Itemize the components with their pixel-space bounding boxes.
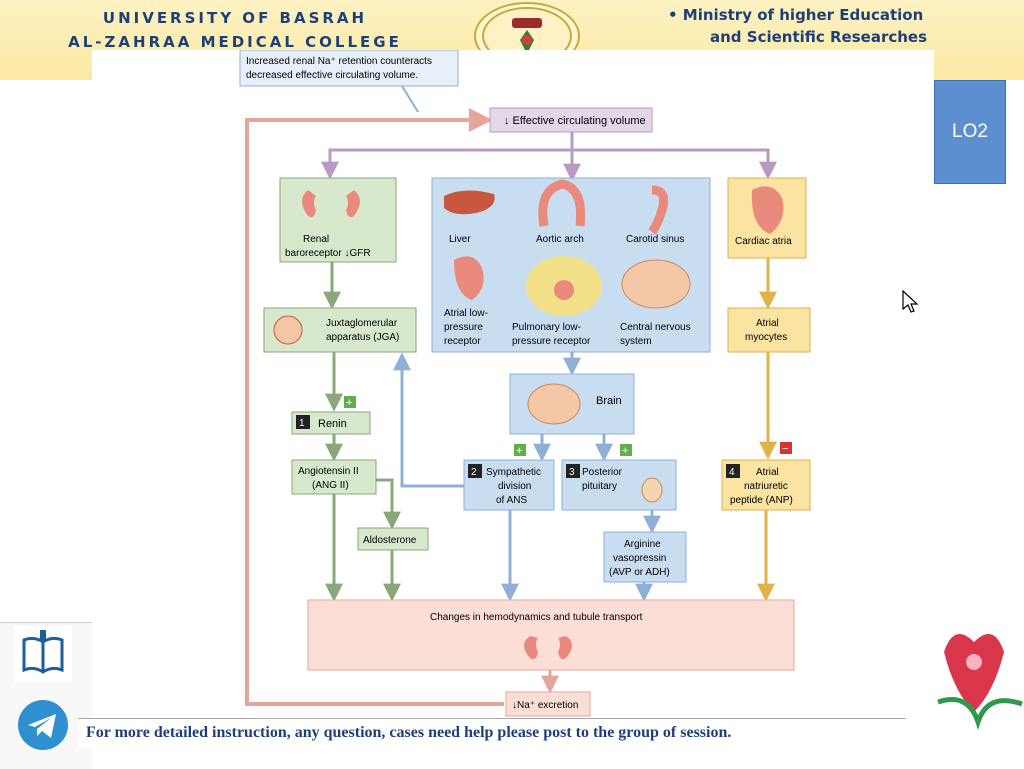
renal-label: Renal [303, 234, 329, 245]
na-excretion-label: ↓Na⁺ excretion [512, 700, 578, 711]
cns-label-2: system [620, 336, 652, 347]
pituitary-icon [641, 477, 663, 503]
atrial-myocytes-box: Atrial myocytes [727, 307, 811, 353]
carotid-sinus-label: Carotid sinus [626, 234, 684, 245]
jga-box: Juxtaglomerular apparatus (JGA) [263, 307, 417, 353]
sympathetic-label-2: division [498, 481, 531, 492]
pulmonary-label-1: Pulmonary low- [512, 322, 581, 333]
diagram-area: Increased renal Na⁺ retention counteract… [92, 49, 934, 720]
mouse-cursor-icon [902, 289, 919, 314]
minus-sign: − [782, 443, 788, 455]
brain-box: Brain [509, 373, 635, 435]
receptors-box: Liver Aortic arch Carotid sinus Atrial l… [431, 177, 711, 353]
liver-label: Liver [449, 234, 471, 245]
avp-box: Arginine vasopressin (AVP or ADH) [603, 531, 687, 583]
book-icon[interactable] [14, 626, 72, 682]
kidney-icon [558, 636, 572, 660]
aortic-arch-label: Aortic arch [536, 234, 584, 245]
avp-label-1: Arginine [624, 539, 661, 550]
anp-label-1: Atrial [756, 467, 779, 478]
college-name: AL-ZAHRAA MEDICAL COLLEGE [68, 33, 402, 51]
renin-label: Renin [318, 418, 347, 430]
minus-badge: − [780, 442, 792, 455]
jga-label-1: Juxtaglomerular [326, 318, 398, 329]
cardiac-atria-label: Cardiac atria [735, 236, 792, 247]
effective-volume-label: ↓ Effective circulating volume [504, 115, 646, 127]
learning-objective-badge: LO2 [934, 80, 1006, 184]
ministry-line-2: and Scientific Researches [710, 28, 928, 46]
arrow-to-atria [572, 148, 777, 180]
heart-icon [751, 186, 784, 234]
ang-label-2: (ANG II) [312, 480, 349, 491]
renin-box: 1 Renin [291, 411, 371, 435]
anp-label-2: natriuretic [744, 481, 788, 492]
university-name: UNIVERSITY OF BASRAH [102, 9, 368, 27]
liver-icon [444, 190, 495, 215]
brain-icon [621, 259, 691, 309]
note-line-1: Increased renal Na⁺ retention counteract… [246, 56, 432, 67]
arrow-ang-to-aldosterone [376, 478, 401, 530]
plus-badge: + [344, 396, 356, 409]
footer-instructions: For more detailed instruction, any quest… [78, 718, 906, 748]
renal-label-2: baroreceptor ↓GFR [285, 248, 371, 259]
anp-label-3: peptide (ANP) [730, 495, 793, 506]
atrial-myocytes-label-2: myocytes [745, 332, 787, 343]
brain-label: Brain [596, 395, 622, 407]
plus-sign: + [516, 445, 522, 457]
brain-icon [527, 383, 581, 425]
jga-label-2: apparatus (JGA) [326, 332, 399, 343]
arrow-to-renal [321, 148, 572, 180]
heart-icon [454, 256, 484, 300]
kidney-icon [346, 190, 360, 218]
kidney-icon [302, 190, 316, 218]
kidney-icon [524, 636, 538, 660]
na-excretion-box: ↓Na⁺ excretion [505, 691, 591, 717]
university-title: UNIVERSITY OF BASRAH AL-ZAHRAA MEDICAL C… [40, 6, 430, 54]
cardiac-atria-box: Cardiac atria [727, 177, 807, 259]
na-regulation-diagram: Increased renal Na⁺ retention counteract… [239, 49, 811, 717]
step-number: 2 [471, 467, 477, 478]
posterior-label-2: pituitary [582, 481, 617, 492]
pulmonary-label-2: pressure receptor [512, 336, 591, 347]
feedback-loop-arrow [245, 108, 504, 706]
arrow-ans-to-jga [393, 352, 464, 488]
carotid-sinus-icon [648, 185, 669, 235]
aortic-arch-icon [538, 179, 586, 227]
ministry-title: • Ministry of higher Education and Scien… [668, 4, 968, 48]
plus-sign: + [622, 445, 628, 457]
aldosterone-label: Aldosterone [363, 535, 417, 546]
jga-icon [273, 315, 303, 345]
avp-label-2: vasopressin [613, 553, 666, 564]
ministry-line-1: • Ministry of higher Education [668, 6, 924, 24]
step-number: 3 [569, 467, 575, 478]
note-box: Increased renal Na⁺ retention counteract… [239, 49, 459, 113]
changes-box: Changes in hemodynamics and tubule trans… [307, 599, 795, 671]
note-line-2: decreased effective circulating volume. [246, 70, 418, 81]
avp-label-3: (AVP or ADH) [609, 567, 670, 578]
sympathetic-label-3: of ANS [496, 495, 527, 506]
step-number: 4 [729, 467, 735, 478]
sympathetic-label-1: Sympathetic [486, 467, 541, 478]
atrial-low-label-1: Atrial low- [444, 308, 488, 319]
atrial-myocytes-label-1: Atrial [756, 318, 779, 329]
posterior-label-1: Posterior [582, 467, 623, 478]
atrial-low-label-3: receptor [444, 336, 481, 347]
cns-label-1: Central nervous [620, 322, 691, 333]
decorative-hearts-icon [934, 622, 1024, 732]
anp-box: 4 Atrial natriuretic peptide (ANP) [721, 459, 811, 511]
atrial-low-label-2: pressure [444, 322, 483, 333]
telegram-icon[interactable] [12, 698, 74, 752]
posterior-pituitary-box: 3 Posterior pituitary [561, 459, 677, 511]
plus-badge: + [514, 444, 526, 457]
plus-badge: + [620, 444, 632, 457]
step-number: 1 [299, 418, 305, 429]
changes-label: Changes in hemodynamics and tubule trans… [430, 612, 643, 623]
ang-label-1: Angiotensin II [298, 466, 359, 477]
sympathetic-box: 2 Sympathetic division of ANS [463, 459, 555, 511]
plus-sign: + [346, 397, 352, 409]
angiotensin-box: Angiotensin II (ANG II) [291, 459, 377, 495]
aldosterone-box: Aldosterone [357, 527, 429, 551]
renal-baroreceptor-box: Renal baroreceptor ↓GFR [279, 177, 397, 263]
effective-volume-box: ↓ Effective circulating volume [489, 107, 653, 133]
